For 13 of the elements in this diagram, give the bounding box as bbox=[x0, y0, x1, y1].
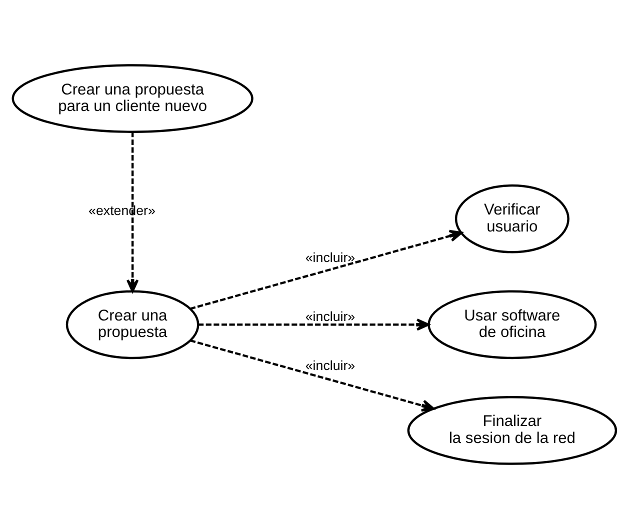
edge-label: «extender» bbox=[88, 203, 156, 218]
node-ellipse: Verificar usuario bbox=[454, 184, 570, 254]
edge-label: «incluir» bbox=[305, 358, 356, 373]
node-ellipse: Crear una propuesta para un cliente nuevo bbox=[12, 64, 254, 133]
node-ellipse: Usar software de oficina bbox=[428, 290, 597, 360]
node-ellipse: Crear una propuesta bbox=[66, 290, 200, 360]
arrow bbox=[190, 339, 435, 412]
edge-label: «incluir» bbox=[305, 250, 356, 265]
node-ellipse: Finalizar la sesion de la red bbox=[407, 396, 618, 465]
arrow bbox=[198, 318, 430, 331]
arrow bbox=[190, 230, 463, 310]
arrow bbox=[126, 132, 139, 292]
edge-label: «incluir» bbox=[305, 308, 356, 324]
